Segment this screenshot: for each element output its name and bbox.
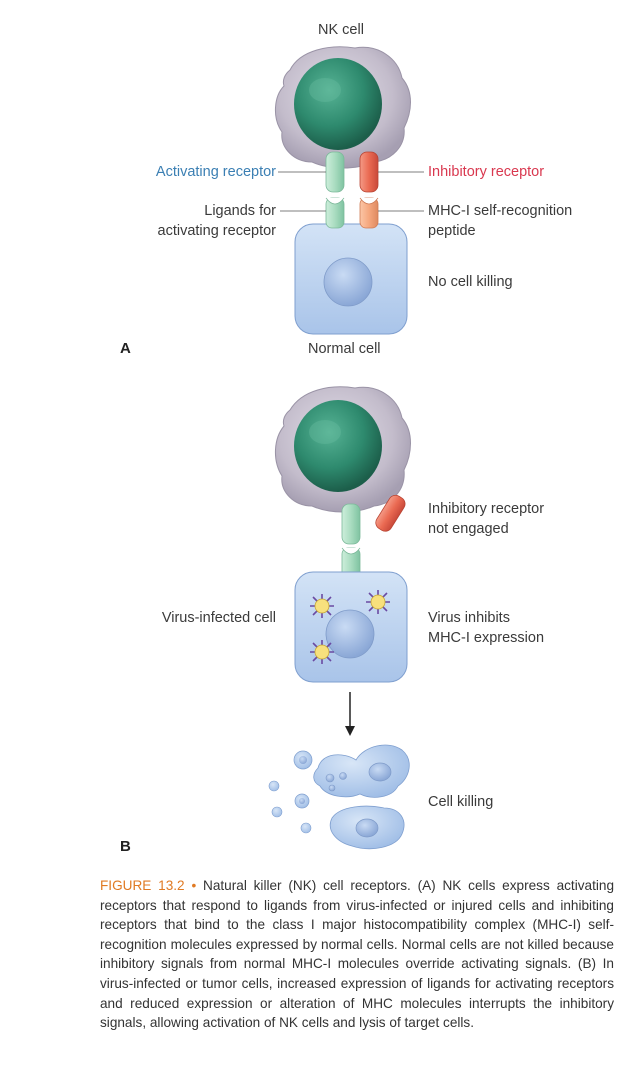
inhibitory-receptor-label: Inhibitory receptor (428, 164, 545, 180)
panel-b-letter: B (120, 838, 131, 855)
inhibitory-not-engaged-line1: Inhibitory receptor (428, 501, 545, 517)
ligands-label-line1: Ligands for (204, 203, 276, 219)
mhc-label-line1: MHC-I self-recognition (428, 203, 573, 219)
inhibitory-not-engaged-line2: not engaged (428, 521, 509, 537)
nk-cell-a (275, 46, 411, 169)
no-cell-killing-label: No cell killing (428, 274, 513, 290)
nk-cell-b (275, 386, 411, 513)
panel-a (275, 46, 424, 335)
activating-receptor (325, 151, 345, 193)
nk-nucleus (294, 58, 382, 150)
figure-label: FIGURE 13.2 (100, 878, 185, 893)
activating-receptor (341, 503, 361, 545)
arrow-down-icon (345, 692, 355, 736)
virus-particle (310, 640, 334, 664)
diagram-canvas (268, 46, 424, 850)
cell-killing-label: Cell killing (428, 794, 494, 810)
panel-b (268, 386, 411, 850)
caption-bullet: • (191, 878, 197, 893)
inhibitory-receptor-unengaged (375, 494, 406, 532)
figure-caption: FIGURE 13.2 • Natural killer (NK) cell r… (100, 876, 614, 1033)
activating-receptor-label: Activating receptor (155, 164, 276, 180)
normal-cell-label: Normal cell (308, 341, 381, 357)
mhc-label-line2: peptide (428, 223, 476, 239)
ligands-label-line2: activating receptor (157, 223, 276, 239)
panel-a-letter: A (120, 340, 131, 357)
inhibitory-receptor (359, 151, 379, 193)
virus-particle (310, 594, 334, 618)
nk-cell-label: NK cell (318, 22, 364, 38)
infected-cell-nucleus (325, 609, 375, 659)
nk-nucleus (294, 400, 382, 492)
normal-cell-nucleus (323, 257, 373, 307)
caption-text: Natural killer (NK) cell receptors. (A) … (100, 878, 615, 1031)
virus-particle (366, 590, 390, 614)
virus-inhibits-line1: Virus inhibits (428, 610, 510, 626)
virus-infected-cell-label: Virus-infected cell (161, 610, 276, 626)
lysed-cell-fragments (268, 744, 410, 850)
virus-inhibits-line2: MHC-I expression (428, 630, 545, 646)
